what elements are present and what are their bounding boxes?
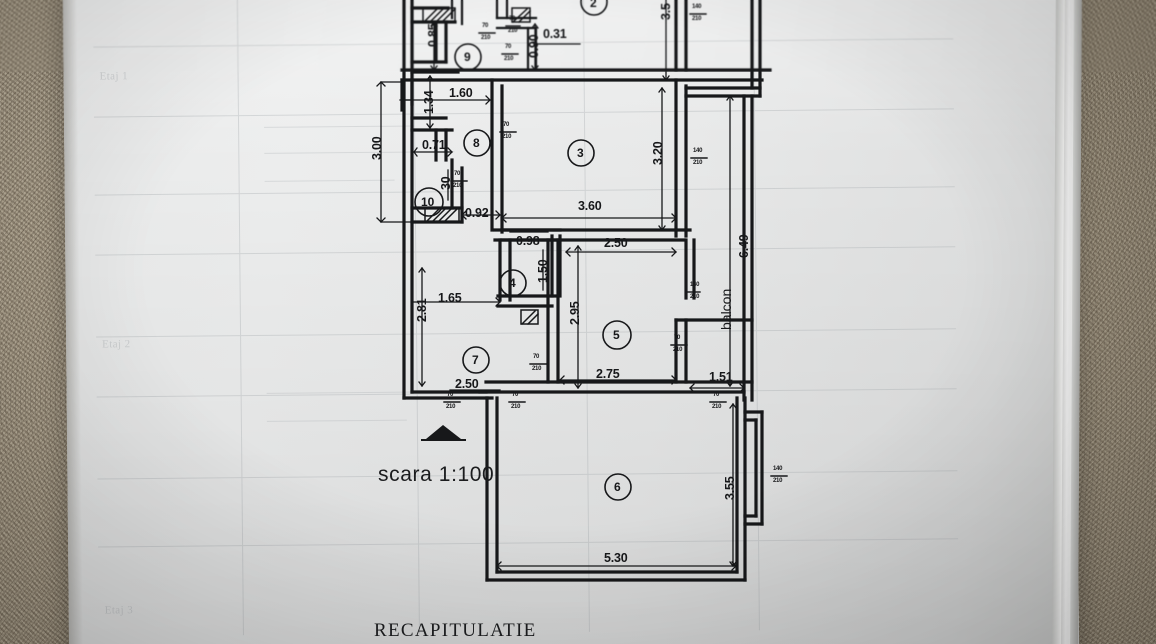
opening-mark-bottom: 210 xyxy=(690,294,700,300)
dimension-0-90: 0.90 xyxy=(527,34,541,58)
dimension-6-49: 6.49 xyxy=(737,234,751,258)
opening-mark-bottom: 210 xyxy=(773,478,783,484)
opening-mark-bottom: 210 xyxy=(502,134,512,140)
opening-mark-top: 70 xyxy=(505,44,512,50)
room-number-5: 5 xyxy=(613,328,620,342)
opening-mark-top: 70 xyxy=(509,16,516,22)
north-arrow-icon xyxy=(426,425,461,439)
opening-mark-top: 140 xyxy=(690,282,700,288)
opening-mark-bottom: 210 xyxy=(511,404,521,410)
dimension-30: 30 xyxy=(439,176,453,190)
opening-mark-top: 70 xyxy=(674,335,681,341)
room-number-9: 9 xyxy=(464,50,471,64)
room-number-4: 4 xyxy=(509,276,516,290)
dimension-2-50-b: 2.50 xyxy=(455,377,479,391)
opening-mark-top: 70 xyxy=(454,171,461,177)
opening-mark-bottom: 210 xyxy=(446,404,456,410)
opening-mark-top: 70 xyxy=(512,392,519,398)
opening-mark-bottom: 210 xyxy=(693,160,703,166)
dimension-3-55: 3.55 xyxy=(723,476,737,500)
dimension-3-20: 3.20 xyxy=(651,141,665,165)
dimension-3-60: 3.60 xyxy=(578,199,602,213)
room-number-6: 6 xyxy=(614,480,621,494)
opening-mark-top: 140 xyxy=(773,466,783,472)
dimension-1-51: 1.51 xyxy=(709,370,733,384)
opening-mark-bottom: 210 xyxy=(453,183,463,189)
dimension-3-5: 3.5 xyxy=(659,3,673,20)
dimension-1-50: 1.50 xyxy=(536,259,550,283)
opening-mark-bottom: 210 xyxy=(673,347,683,353)
scale-note: scara 1:100 xyxy=(378,463,495,486)
opening-mark-bottom: 210 xyxy=(692,16,702,22)
opening-mark-top: 140 xyxy=(693,148,703,154)
dimension-0-31: 0.31 xyxy=(543,27,567,41)
opening-mark-top: 70 xyxy=(713,392,720,398)
opening-mark-bottom: 210 xyxy=(712,404,722,410)
section-heading: RECAPITULATIE xyxy=(374,620,537,641)
opening-mark-top: 70 xyxy=(533,354,540,360)
opening-mark-top: 140 xyxy=(692,4,702,10)
dimension-0-71: 0.71 xyxy=(422,138,446,152)
dimension-2-50-a: 2.50 xyxy=(604,236,628,250)
opening-mark-bottom: 210 xyxy=(508,28,518,34)
dimension-1-34: 1.34 xyxy=(422,90,436,114)
room-number-8: 8 xyxy=(473,136,480,150)
opening-mark-bottom: 210 xyxy=(532,366,542,372)
dimension-2-95: 2.95 xyxy=(568,301,582,325)
dimension-2-81: 2.81 xyxy=(415,298,429,322)
opening-mark-top: 70 xyxy=(503,122,510,128)
dimension-3-00: 3.00 xyxy=(370,136,384,160)
room-number-2: 2 xyxy=(590,0,597,10)
room-number-10: 10 xyxy=(421,195,435,209)
opening-mark-top: 70 xyxy=(447,392,454,398)
dimension-1-65: 1.65 xyxy=(438,291,462,305)
opening-mark-bottom: 210 xyxy=(481,35,491,41)
room-number-3: 3 xyxy=(577,146,584,160)
dimension-0-85: 0.85 xyxy=(426,23,440,47)
opening-mark-bottom: 210 xyxy=(504,56,514,62)
room-number-7: 7 xyxy=(472,353,479,367)
dimension-2-75: 2.75 xyxy=(596,367,620,381)
dimension-1-60: 1.60 xyxy=(449,86,473,100)
opening-mark-top: 70 xyxy=(482,23,489,29)
dimension-0-98: 0.98 xyxy=(516,234,540,248)
dimension-0-92: 0.92 xyxy=(465,206,489,220)
balcony-label: balcon xyxy=(718,288,734,330)
dimension-5-30: 5.30 xyxy=(604,551,628,565)
